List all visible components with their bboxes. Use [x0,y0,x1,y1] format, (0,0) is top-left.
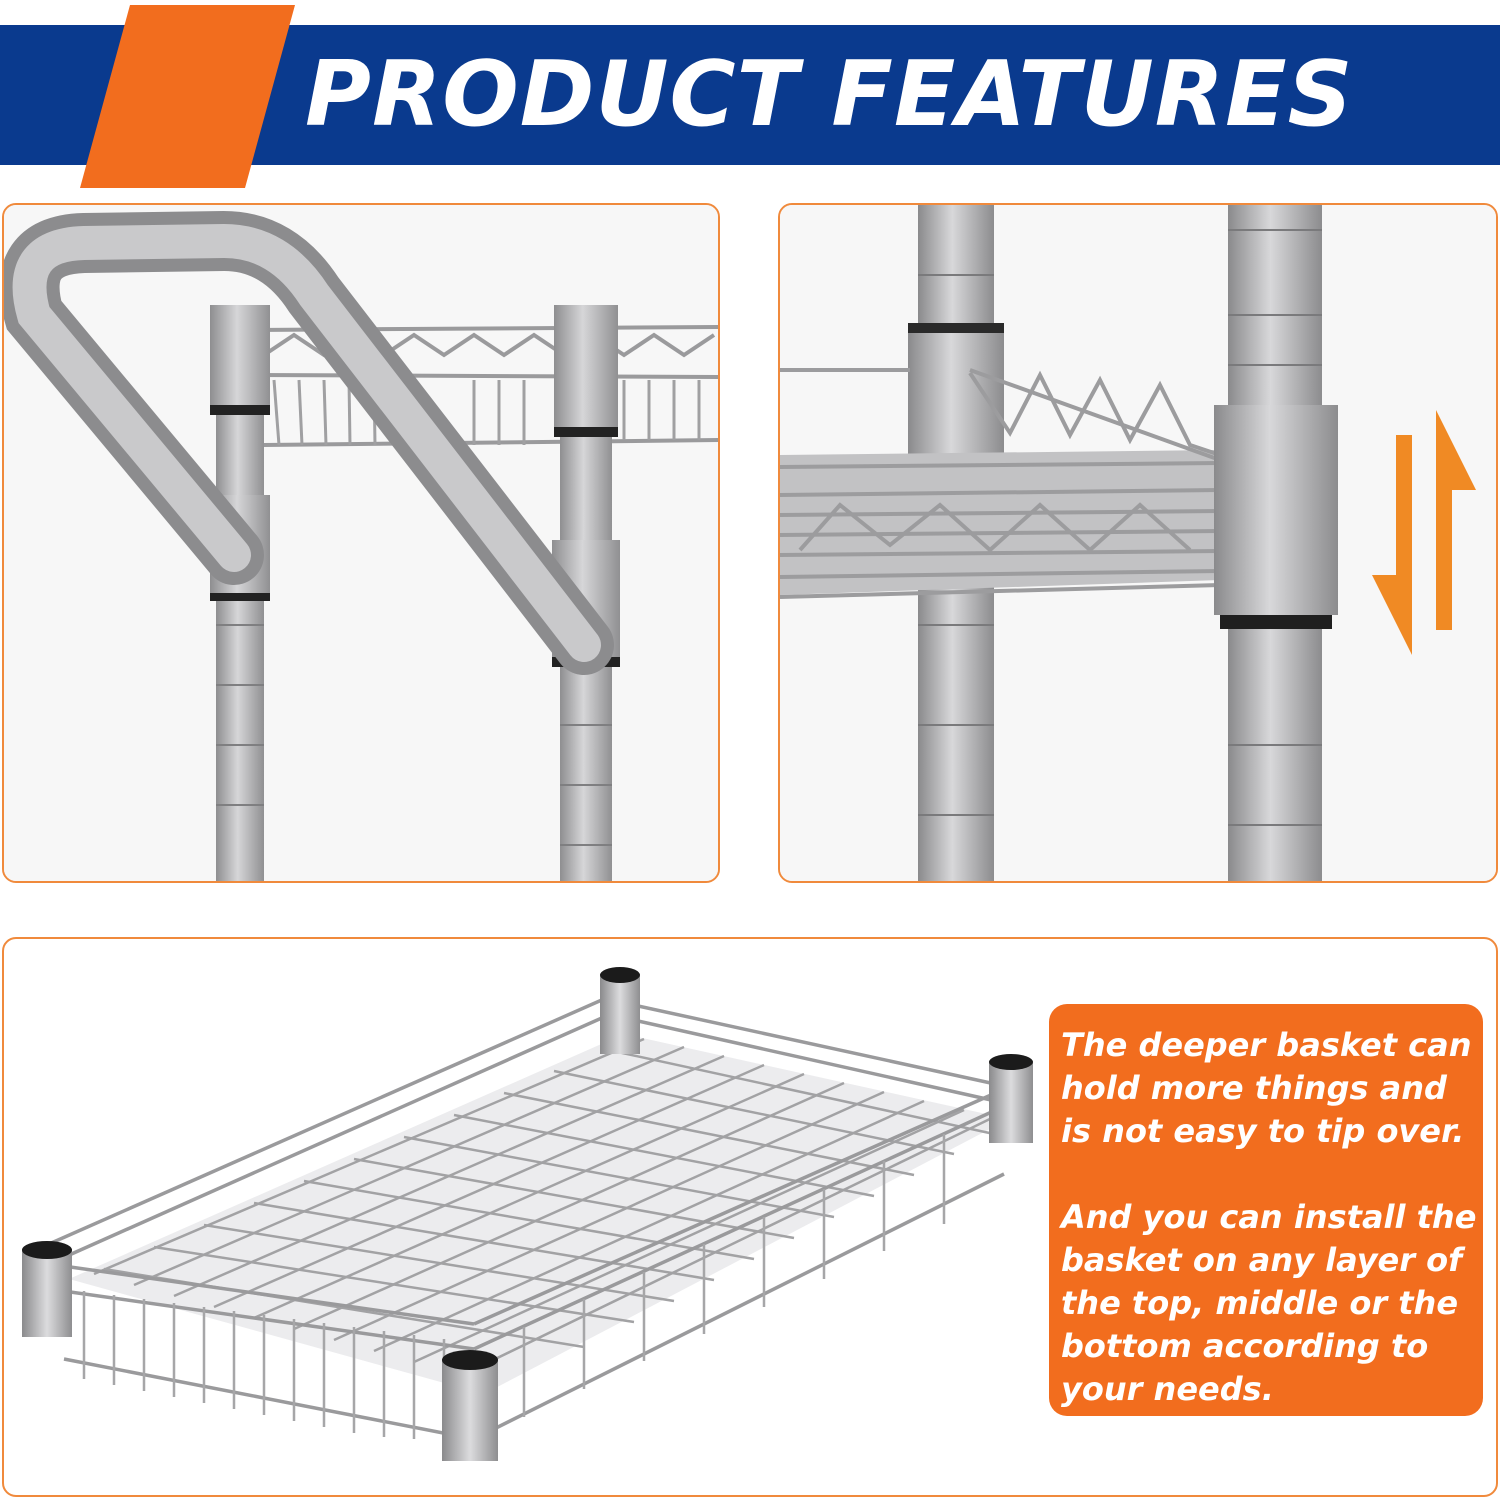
handle-detail-image [2,203,720,883]
feature-callout: The deeper basket can hold more things a… [1049,1004,1483,1416]
page-title: PRODUCT FEATURES [305,42,1354,147]
banner-orange-accent [80,5,295,188]
adjustable-shelf-image [778,203,1498,883]
callout-paragraph-2: And you can install the basket on any la… [1061,1198,1477,1408]
up-down-arrows-icon [1372,410,1476,655]
callout-paragraph-1: The deeper basket can hold more things a… [1061,1026,1472,1150]
